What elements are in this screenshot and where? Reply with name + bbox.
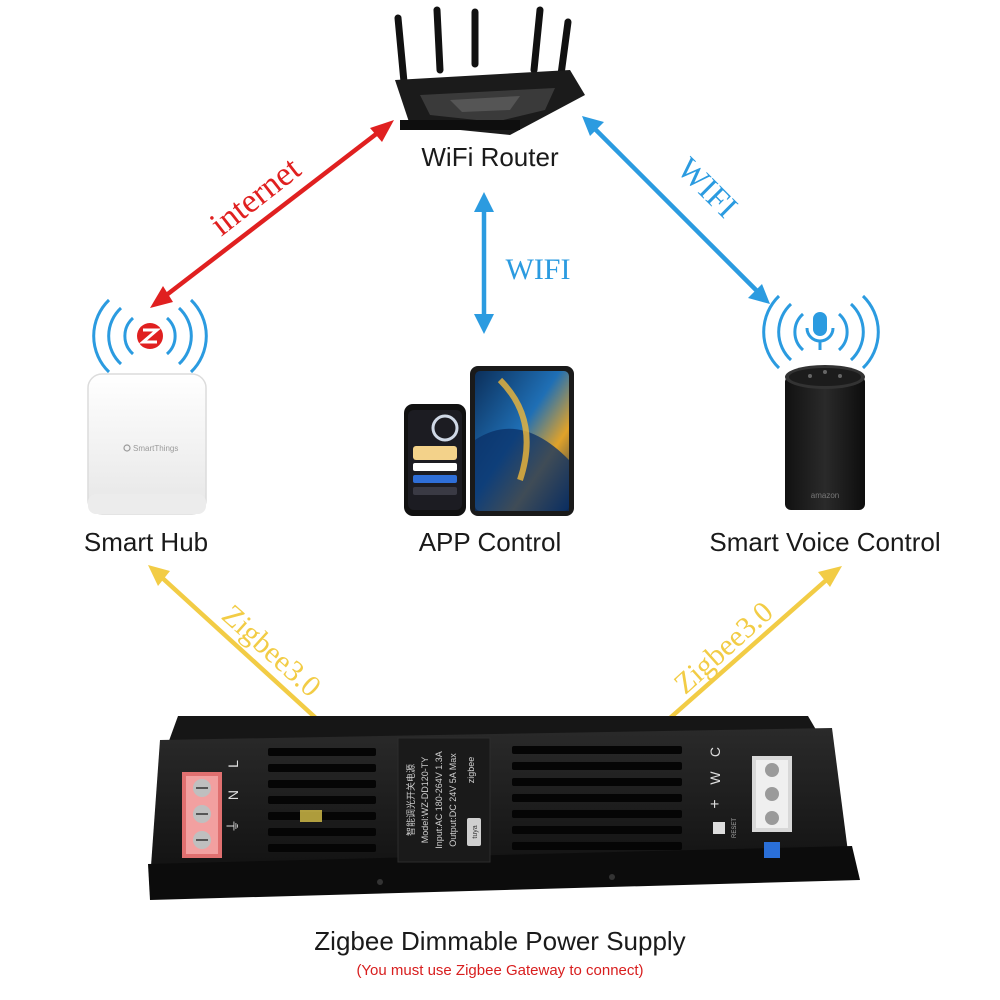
left-terminal-block	[182, 772, 222, 858]
reset-label: RESET	[732, 818, 738, 838]
microphone-icon	[805, 312, 835, 350]
zigbee-left-arrow	[148, 565, 320, 722]
plate-line2: Model:WZ-DD120-TY	[420, 757, 430, 844]
wifi-center-label: WIFI	[506, 253, 571, 286]
zigbee-right-arrow	[668, 566, 842, 720]
left-vents	[268, 748, 376, 852]
hub-label: Smart Hub	[84, 527, 208, 557]
plate-line3: Input:AC 180-264V 1.3A	[434, 751, 444, 849]
psu-title: Zigbee Dimmable Power Supply	[314, 926, 686, 956]
hub-brand-text: SmartThings	[133, 444, 178, 453]
terminal-w-label: W	[707, 771, 723, 785]
right-vents	[512, 746, 682, 850]
speaker-brand-text: amazon	[811, 491, 839, 500]
terminal-n-label: N	[225, 790, 241, 800]
plate-line4: Output:DC 24V 5A Max	[448, 753, 458, 847]
power-supply-image: L N ⏚ 智能调光开关电源 Model:WZ-DD120-TY Input:A…	[148, 716, 860, 900]
tablet-image	[470, 366, 574, 516]
zigbee-right-label: Zigbee3.0	[668, 595, 780, 700]
terminal-c-label: C	[707, 747, 723, 757]
internet-arrow	[150, 120, 394, 308]
smart-hub-image: SmartThings	[87, 373, 207, 515]
plate-line1: 智能调光开关电源	[405, 764, 417, 836]
plate-brand: zigbee	[466, 757, 476, 784]
hub-signal-icon	[92, 298, 208, 374]
reset-button[interactable]	[713, 822, 725, 834]
voice-signal-icon	[762, 294, 880, 370]
label-plate: 智能调光开关电源 Model:WZ-DD120-TY Input:AC 180-…	[397, 737, 491, 863]
phone-image	[404, 404, 466, 516]
terminal-l-label: L	[225, 760, 241, 768]
wifi-right-arrow	[582, 116, 770, 304]
terminal-plus-label: +	[707, 799, 724, 808]
zigbee-logo-icon	[137, 323, 163, 349]
router-label: WiFi Router	[421, 142, 559, 172]
right-terminal-block	[752, 756, 792, 858]
wifi-center-arrow	[474, 192, 494, 334]
terminal-ground-label: ⏚	[225, 819, 241, 833]
smart-speaker-image: amazon	[785, 365, 865, 510]
app-label: APP Control	[419, 527, 562, 557]
plate-tuya: tuya	[472, 825, 479, 838]
voice-label: Smart Voice Control	[709, 527, 940, 557]
wifi-router-image	[394, 6, 585, 135]
psu-note: (You must use Zigbee Gateway to connect)	[356, 962, 644, 979]
zigbee-left-label: Zigbee3.0	[215, 598, 327, 703]
